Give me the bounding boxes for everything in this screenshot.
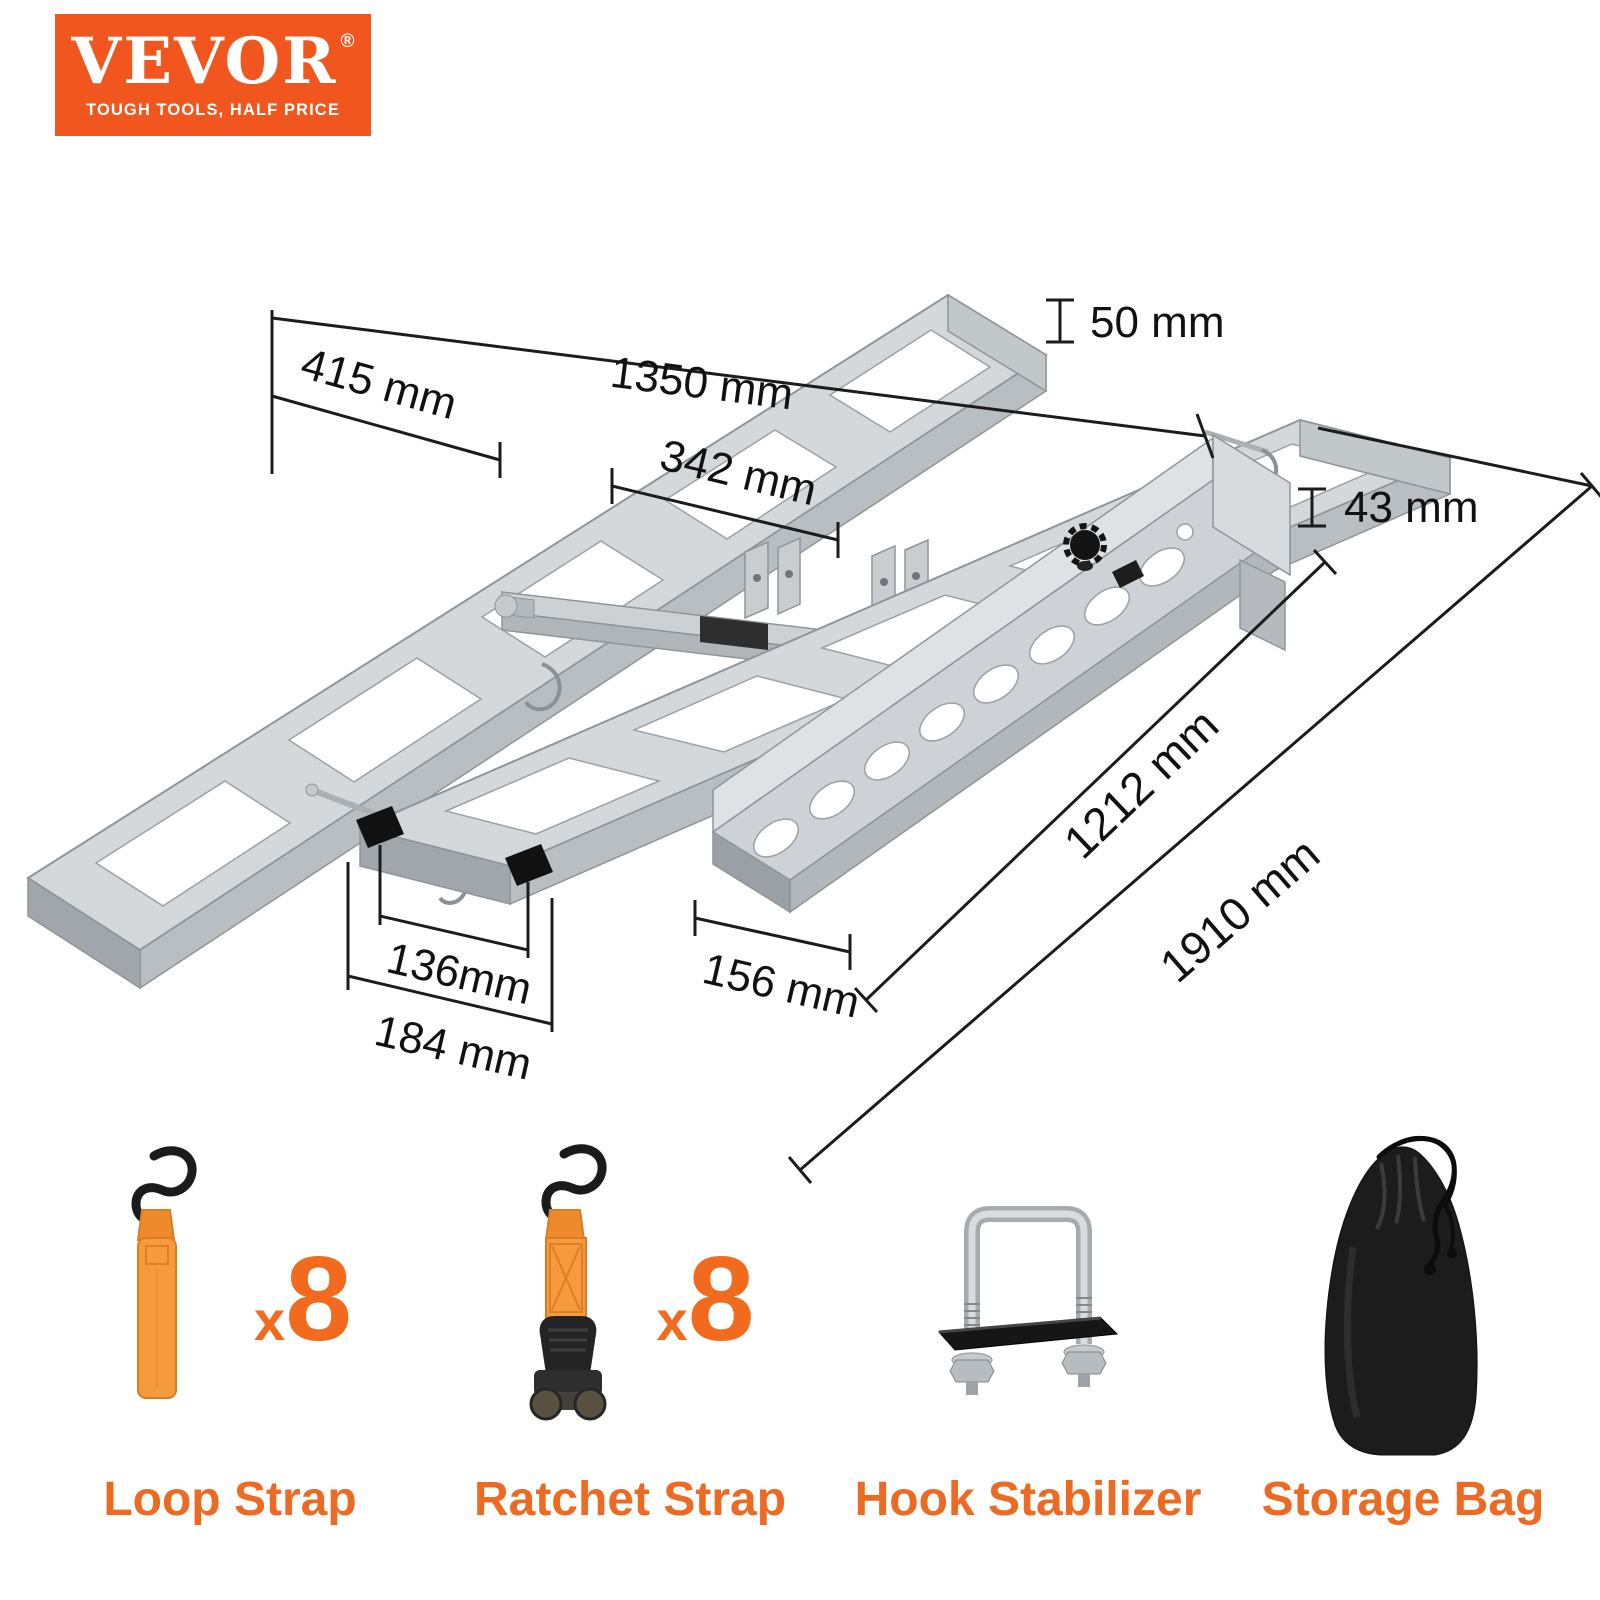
accessory-ratchet-strap: x 8 Ratchet Strap xyxy=(460,1128,800,1524)
corner-pad xyxy=(505,844,553,886)
s-hook-icon xyxy=(131,1146,197,1227)
hook-stabilizer-image xyxy=(937,1206,1119,1395)
ratchet-handle xyxy=(539,1315,596,1374)
bag-body xyxy=(1324,1145,1478,1455)
hitch-pin xyxy=(494,594,518,618)
storage-bag-image xyxy=(1324,1135,1478,1455)
qty-prefix: x xyxy=(656,1289,688,1352)
adjust-knob xyxy=(1070,530,1100,560)
dim-label-50: 50 mm xyxy=(1090,298,1224,347)
hitch-clip xyxy=(524,662,562,712)
accessory-label: Storage Bag xyxy=(1261,1473,1545,1526)
qty-value: 8 xyxy=(285,1232,352,1366)
accessory-label: Ratchet Strap xyxy=(473,1473,787,1526)
dimension-rail-height: 50 mm xyxy=(1046,298,1224,347)
corner-pad xyxy=(356,806,404,848)
dimension-ramp-width: 156 mm xyxy=(693,900,864,1028)
dim-label-156: 156 mm xyxy=(698,944,864,1028)
dim-label-1350: 1350 mm xyxy=(608,348,796,420)
registered-mark: ® xyxy=(340,31,355,52)
qty-prefix: x xyxy=(254,1289,286,1352)
accessory-label: Hook Stabilizer xyxy=(854,1473,1202,1526)
dimension-hitch-offset: 415 mm xyxy=(271,339,502,478)
loop-strap-image xyxy=(131,1146,197,1399)
accessory-label: Loop Strap xyxy=(103,1473,357,1526)
dimension-ramp-lip: 43 mm xyxy=(1298,483,1478,532)
clamp xyxy=(1112,560,1144,588)
qty-value: 8 xyxy=(687,1232,755,1366)
vevor-logo: VEVOR ® TOUGH TOOLS, HALF PRICE xyxy=(55,14,371,136)
hitch-label-plate xyxy=(700,616,768,650)
brand-name: VEVOR xyxy=(71,24,338,99)
brand-tagline: TOUGH TOOLS, HALF PRICE xyxy=(86,101,340,119)
loading-ramp xyxy=(711,433,1292,914)
dim-label-184: 184 mm xyxy=(370,1006,536,1090)
accessory-storage-bag: Storage Bag xyxy=(1233,1128,1573,1524)
quantity-badge: x 8 xyxy=(254,1239,352,1359)
ramp-bracket xyxy=(1239,558,1286,652)
rail-pin xyxy=(1204,429,1269,455)
dim-label-415: 415 mm xyxy=(296,339,462,429)
accessory-loop-strap: x 8 Loop Strap xyxy=(60,1128,400,1524)
quantity-badge: x 8 xyxy=(657,1239,755,1359)
accessory-hook-stabilizer: Hook Stabilizer xyxy=(855,1128,1201,1524)
dim-label-1212: 1212 mm xyxy=(1054,698,1229,868)
dim-label-1910: 1910 mm xyxy=(1150,828,1329,993)
carrier-dimension-diagram: 1350 mm 415 mm 342 mm 50 mm xyxy=(26,293,1600,1184)
dim-label-43: 43 mm xyxy=(1344,483,1478,532)
ratchet-strap-image xyxy=(529,1143,607,1420)
